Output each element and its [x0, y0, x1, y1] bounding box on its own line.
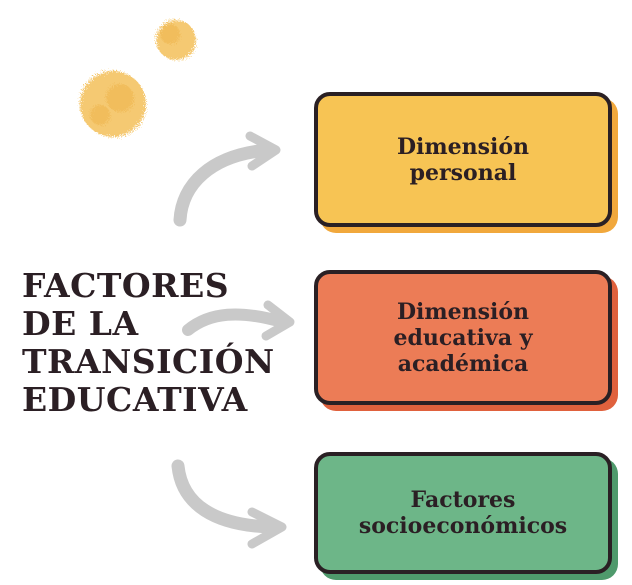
card-label: Factores socioeconómicos	[318, 487, 608, 539]
card-label: Dimensión educativa y académica	[318, 299, 608, 377]
card-label-line: educativa y	[393, 324, 533, 351]
card-body: Dimensión personal	[314, 92, 612, 227]
arrow-icon-to-card-1	[173, 131, 281, 227]
paint-splatter-large	[80, 71, 146, 137]
card-label-line: académica	[397, 350, 529, 377]
title-line: FACTORES	[22, 266, 230, 305]
card-label-line: Dimensión	[396, 133, 530, 160]
paint-splatter-small	[156, 20, 196, 60]
card-label-line: socioeconómicos	[358, 513, 568, 539]
diagram-title: FACTORES DE LA TRANSICIÓN EDUCATIVA	[22, 266, 275, 419]
card-dimension-personal: Dimensión personal	[314, 92, 618, 233]
title-line: TRANSICIÓN	[22, 342, 275, 381]
card-body: Factores socioeconómicos	[314, 452, 612, 574]
card-factores-socioeconomicos: Factores socioeconómicos	[314, 452, 618, 580]
card-label-line: personal	[409, 159, 517, 186]
title-line: DE LA	[22, 304, 139, 343]
card-dimension-educativa: Dimensión educativa y académica	[314, 270, 618, 411]
title-line: EDUCATIVA	[22, 380, 248, 419]
card-label-line: Dimensión	[396, 298, 530, 325]
card-body: Dimensión educativa y académica	[314, 270, 612, 405]
card-label: Dimensión personal	[318, 134, 608, 186]
card-label-line: Factores	[410, 487, 516, 513]
arrow-icon-to-card-2	[182, 300, 295, 341]
arrow-icon-to-card-3	[171, 459, 287, 549]
